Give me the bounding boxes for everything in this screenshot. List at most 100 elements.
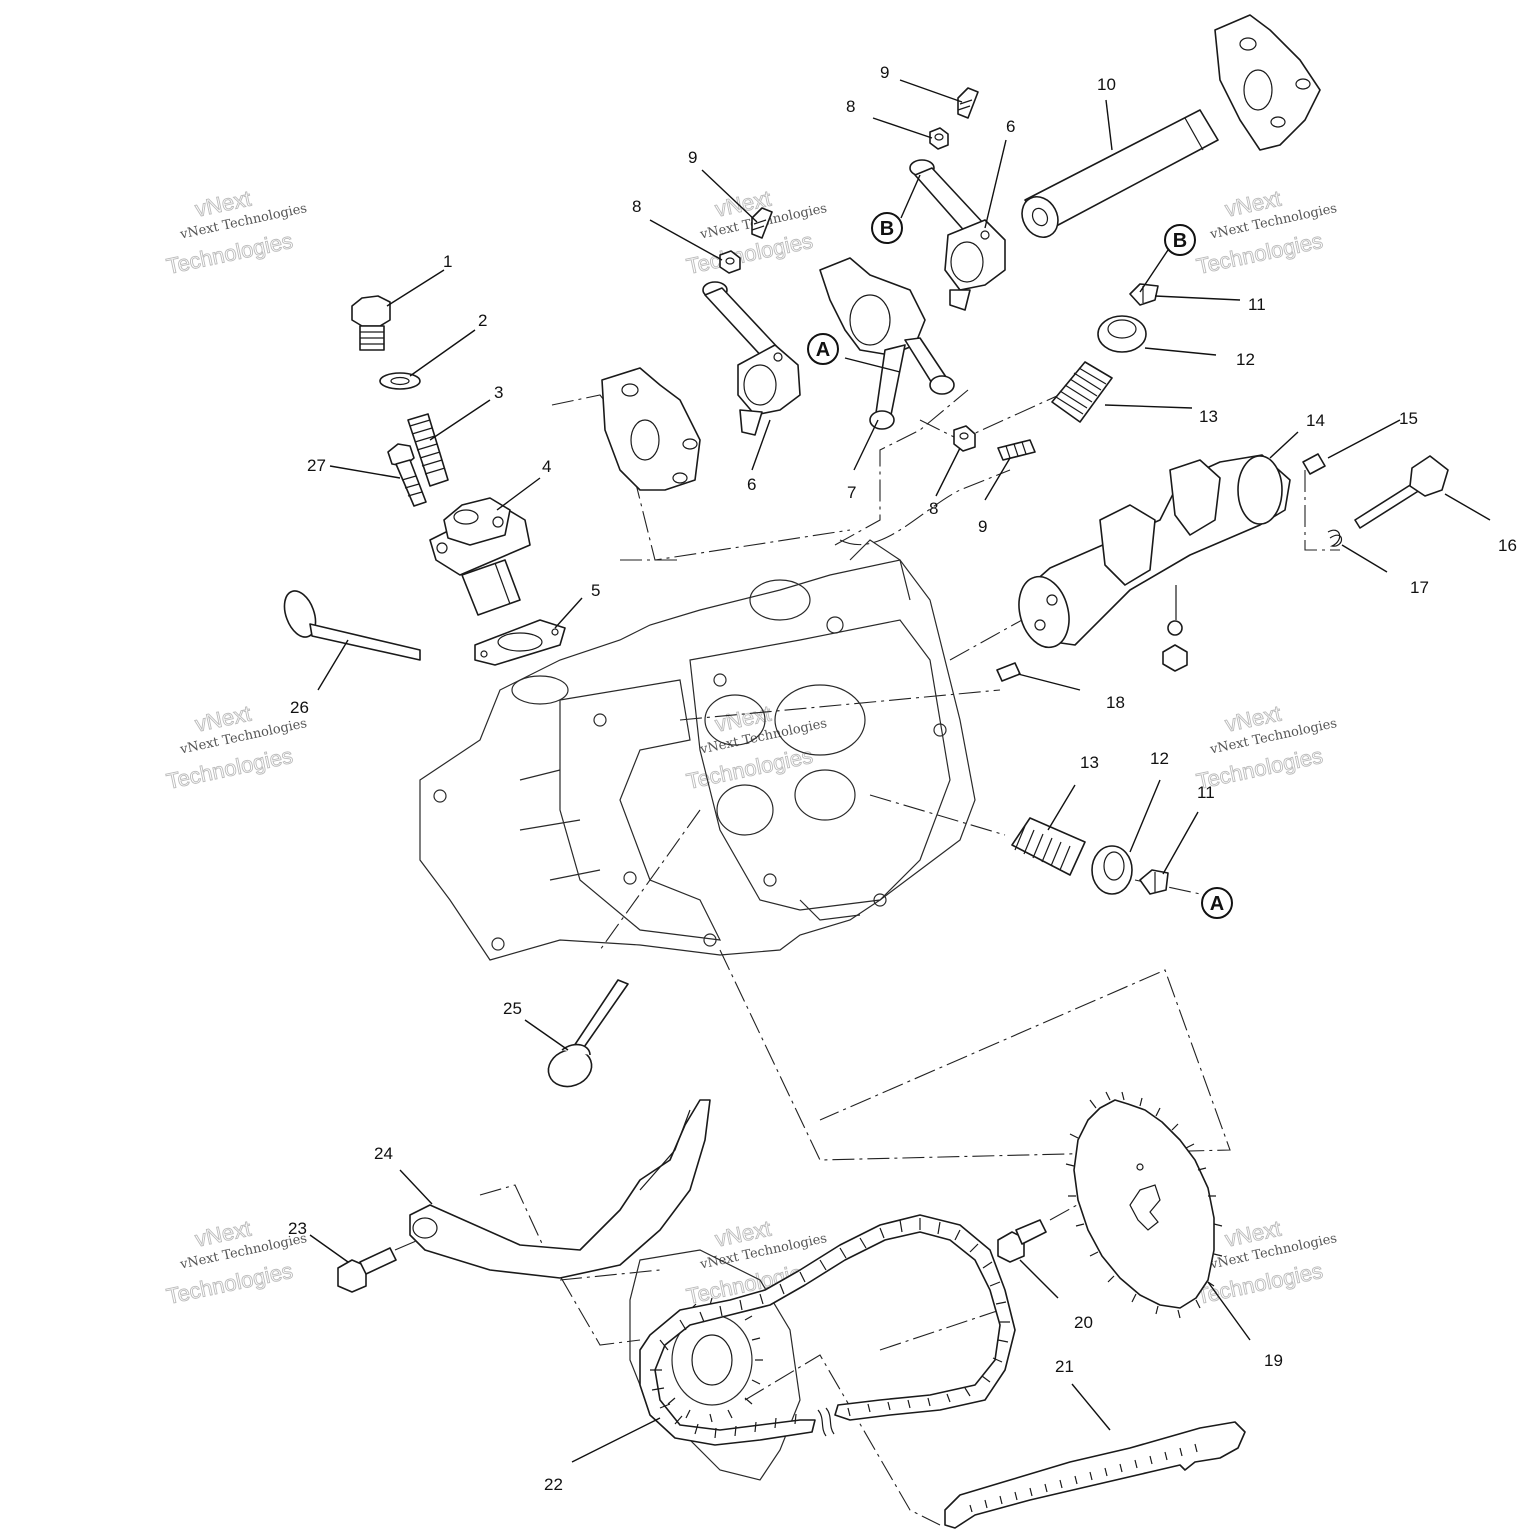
collet-body <box>1129 283 1159 306</box>
rocker-bore <box>950 241 984 283</box>
leader-18 <box>1017 673 1081 691</box>
tensioner-bore <box>453 509 479 525</box>
part-16-decompressor-lever <box>1354 455 1449 529</box>
centerline <box>1304 470 1340 551</box>
spring-body <box>1051 361 1113 423</box>
leader-8a <box>872 117 933 139</box>
leader-5 <box>554 597 583 629</box>
part-26-exhaust-valve <box>283 590 421 661</box>
camshaft-ball <box>1167 620 1183 636</box>
leader-21 <box>1071 1383 1111 1431</box>
valve-head <box>547 1048 593 1088</box>
guide-edge <box>639 1109 691 1191</box>
bolt-hole <box>433 789 447 803</box>
centerline <box>719 949 1231 1161</box>
leader-3 <box>429 399 491 441</box>
holder-bore <box>630 419 660 461</box>
callout-20: 20 <box>1074 1313 1093 1332</box>
part-9-adjuster-left <box>751 207 773 239</box>
callout-11: 11 <box>1248 295 1266 314</box>
leader-23 <box>309 1234 349 1263</box>
watermark-tr: vNext vNext Technologies Technologies <box>1194 185 1339 279</box>
chain-break-mark <box>817 1407 835 1437</box>
callout-10: 10 <box>1097 75 1116 94</box>
callout-13: 13 <box>1199 407 1218 426</box>
leader-14 <box>1269 431 1299 459</box>
part-8-nut-upper <box>929 127 949 150</box>
callout-22: 22 <box>544 1475 563 1494</box>
callout-24: 24 <box>374 1144 393 1163</box>
bolt-hole <box>623 871 637 885</box>
holder-body <box>1214 14 1321 151</box>
bolt-hole <box>933 723 947 737</box>
leader-17 <box>1341 544 1388 573</box>
guide-ribs <box>969 1443 1198 1513</box>
part-21-chain-guide-lower <box>944 1421 1246 1529</box>
washer-ring <box>379 372 421 390</box>
callout-labels: 1 2 3 4 5 6 6 7 8 8 8 9 9 9 10 11 11 12 … <box>288 63 1517 1494</box>
cam-holder-left <box>601 367 701 491</box>
rocker-bore <box>849 294 891 346</box>
leader-B-upper <box>900 174 921 219</box>
part-2-washer <box>379 372 421 390</box>
callout-27: 27 <box>307 456 326 475</box>
retainer-body <box>1097 315 1147 353</box>
camshaft-body <box>1024 454 1291 646</box>
cam-holder-right <box>1214 14 1321 151</box>
leader-lines <box>309 79 1491 1463</box>
leader-12b <box>1129 779 1161 853</box>
leader-12a <box>1144 347 1217 356</box>
bolt-shank <box>395 459 427 507</box>
part-23-pivot-bolt <box>337 1247 397 1293</box>
shaft-end <box>1021 196 1059 238</box>
part-6-rocker-arm-upper <box>909 159 1006 311</box>
combustion-chamber <box>794 769 856 821</box>
part-7-rocker-arm <box>819 257 955 430</box>
centerline <box>679 689 1001 721</box>
sprocket-keyhole <box>1129 1184 1161 1231</box>
leader-16 <box>1444 493 1491 521</box>
tensioner-boss <box>443 497 511 546</box>
centerline <box>744 1354 941 1526</box>
bolt-hole <box>763 873 777 887</box>
callout-1: 1 <box>443 252 452 271</box>
nut-hole <box>959 432 969 440</box>
part-8-nut-lower <box>953 425 976 452</box>
rocker-tip <box>869 410 895 430</box>
bolt-head <box>351 295 391 327</box>
callout-6: 6 <box>747 475 756 494</box>
combustion-chamber <box>716 784 774 836</box>
sprocket-hole <box>1136 1163 1144 1171</box>
dowel-body <box>996 662 1021 682</box>
gasket-bolt-hole <box>551 628 559 636</box>
leader-8c <box>935 447 961 497</box>
part-10-rocker-shaft <box>1021 109 1219 238</box>
reference-marker-a-upper: A <box>807 333 839 365</box>
part-3-tensioner-spring <box>407 413 449 487</box>
leader-10 <box>1105 99 1113 151</box>
retainer-body <box>1091 845 1133 895</box>
cam-lobe <box>1099 504 1156 586</box>
collet-body <box>1139 869 1169 895</box>
centerline <box>559 1269 661 1281</box>
part-14-camshaft <box>1018 454 1291 672</box>
leader-B-right <box>1139 249 1169 293</box>
callout-9: 9 <box>688 148 697 167</box>
rocker-hub <box>944 219 1006 291</box>
leader-13a <box>1104 404 1193 409</box>
tensioner-hole <box>492 516 504 528</box>
lever-head <box>1409 455 1449 497</box>
rocker-pad <box>949 289 971 311</box>
rocker-tip <box>929 375 955 395</box>
bolt-hole <box>826 616 844 634</box>
screw-thread <box>957 99 973 111</box>
part-24-chain-guide <box>409 1099 711 1279</box>
nut-body <box>719 250 741 274</box>
holder-hole <box>682 438 698 450</box>
camshaft-nut <box>1162 644 1188 672</box>
callout-9: 9 <box>880 63 889 82</box>
part-9-adjuster-upper <box>957 87 979 119</box>
leader-11a <box>1154 295 1241 301</box>
